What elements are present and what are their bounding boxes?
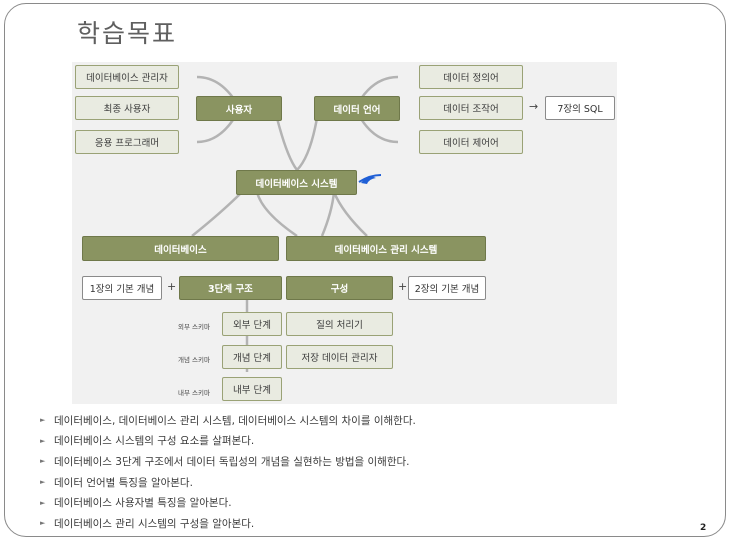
hub-three-level-structure: 3단계 구조 [179, 276, 282, 300]
slide-frame [4, 3, 726, 537]
node-storage-manager: 저장 데이터 관리자 [286, 345, 393, 369]
slide-title: 학습목표 [77, 19, 178, 48]
node-dml: 데이터 조작어 [419, 96, 523, 120]
node-dcl: 데이터 제어어 [419, 130, 523, 154]
objective-item: ►데이터베이스 3단계 구조에서 데이터 독립성의 개념을 실현하는 방법을 이… [40, 455, 410, 468]
hub-database-system: 데이터베이스 시스템 [236, 170, 357, 195]
node-end-user: 최종 사용자 [75, 96, 179, 120]
objectives-list: ►데이터베이스, 데이터베이스 관리 시스템, 데이터베이스 시스템의 차이를 … [40, 410, 416, 534]
node-ddl: 데이터 정의어 [419, 65, 523, 89]
hub-components: 구성 [286, 276, 393, 300]
bullet-triangle-icon: ► [40, 416, 46, 425]
label-external-schema: 외부 스키마 [178, 323, 210, 331]
bullet-triangle-icon: ► [40, 519, 46, 528]
node-external-level: 외부 단계 [222, 312, 282, 336]
plus-sign-1: + [167, 280, 177, 293]
node-query-processor: 질의 처리기 [286, 312, 393, 336]
node-internal-level: 내부 단계 [222, 377, 282, 401]
bullet-triangle-icon: ► [40, 498, 46, 507]
objective-item: ►데이터베이스 관리 시스템의 구성을 알아본다. [40, 517, 255, 530]
node-app-programmer: 응용 프로그래머 [75, 130, 179, 154]
plus-sign-2: + [398, 280, 408, 293]
node-conceptual-level: 개념 단계 [222, 345, 282, 369]
objective-item: ►데이터 언어별 특징을 알아본다. [40, 476, 193, 489]
objective-item: ►데이터베이스, 데이터베이스 관리 시스템, 데이터베이스 시스템의 차이를 … [40, 414, 416, 427]
bullet-triangle-icon: ► [40, 457, 46, 466]
mind-map-diagram: 데이터베이스 관리자 최종 사용자 응용 프로그래머 사용자 데이터 언어 데이… [72, 62, 617, 404]
node-db-administrator: 데이터베이스 관리자 [75, 65, 179, 89]
bullet-triangle-icon: ► [40, 436, 46, 445]
hub-data-language: 데이터 언어 [314, 96, 400, 121]
objective-item: ►데이터베이스 사용자별 특징을 알아본다. [40, 497, 232, 510]
objective-item: ►데이터베이스 시스템의 구성 요소를 살펴본다. [40, 435, 255, 448]
hub-users: 사용자 [196, 96, 282, 121]
node-sql-chapter: 7장의 SQL [545, 96, 615, 120]
node-chapter2-concepts: 2장의 기본 개념 [408, 276, 486, 300]
bullet-triangle-icon: ► [40, 478, 46, 487]
page-number: 2 [700, 523, 707, 533]
label-conceptual-schema: 개념 스키마 [178, 356, 210, 364]
pen-annotation-mark [361, 176, 376, 184]
hub-database: 데이터베이스 [82, 236, 279, 261]
arrow-to-sql: → [529, 100, 539, 113]
label-internal-schema: 내부 스키마 [178, 389, 210, 397]
hub-dbms: 데이터베이스 관리 시스템 [286, 236, 486, 261]
node-chapter1-concepts: 1장의 기본 개념 [82, 276, 162, 300]
